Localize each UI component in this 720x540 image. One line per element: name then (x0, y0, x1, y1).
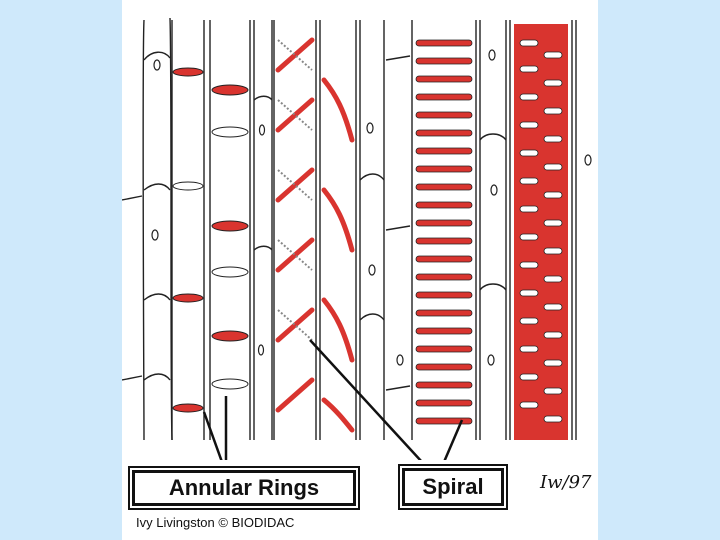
pointer-lines (202, 339, 464, 460)
helical-back-side (277, 39, 313, 341)
reticulate-thickening (514, 24, 568, 440)
annular-rings (172, 67, 249, 413)
helical-thickenings (275, 37, 355, 433)
spiral-label: Spiral (402, 468, 504, 506)
spiral-thickening (415, 39, 473, 425)
nuclei (151, 49, 592, 366)
xylem-illustration: Annular Rings Spiral Iw/97 Ivy Livingsto… (122, 0, 598, 540)
image-credit: Ivy Livingston © BIODIDAC (136, 515, 295, 530)
artist-signature: Iw/97 (540, 472, 592, 493)
cell-walls (122, 17, 577, 441)
annular-rings-label: Annular Rings (132, 470, 356, 506)
xylem-drawing (122, 17, 592, 460)
